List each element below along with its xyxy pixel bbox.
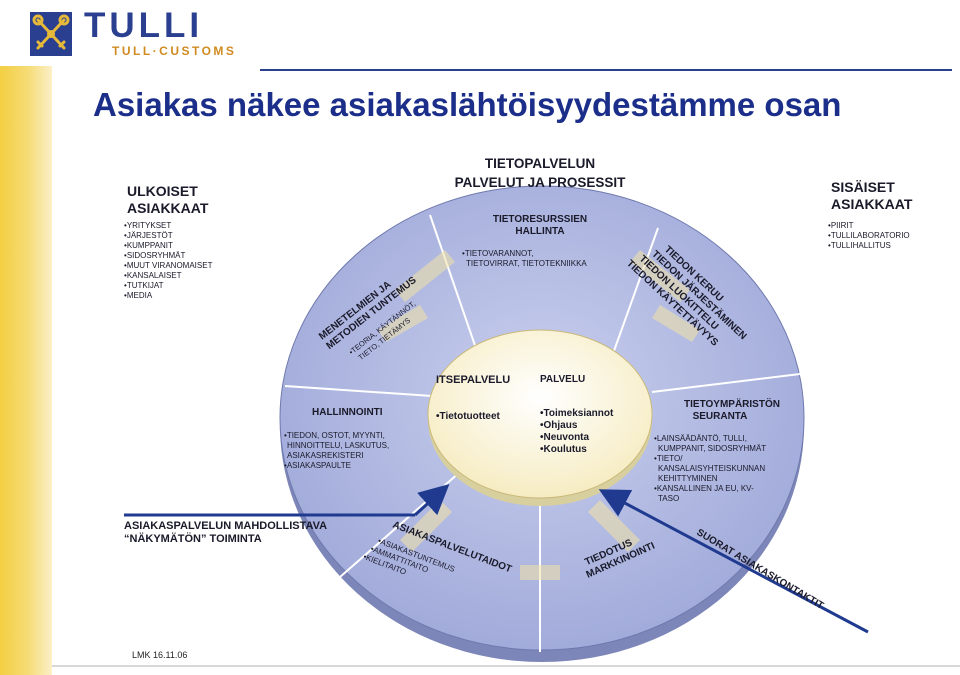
list-item: •SIDOSRYHMÄT xyxy=(124,251,185,260)
list-item: •MEDIA xyxy=(124,291,153,300)
top-header-line1: TIETOPALVELUN xyxy=(485,156,595,171)
crossed-keys-emblem-icon xyxy=(30,12,72,56)
environment-detail-line: KEHITTYMINEN xyxy=(658,474,718,483)
resources-heading-line2: HALLINTA xyxy=(515,226,564,237)
center-self-service: ITSEPALVELU xyxy=(436,374,510,386)
invisible-label-line1: ASIAKASPALVELUN MAHDOLLISTAVA xyxy=(124,520,327,532)
center-service-items: •Toimeksiannot •Ohjaus •Neuvonta •Koulut… xyxy=(540,408,614,455)
center-service: PALVELU xyxy=(540,374,585,385)
environment-detail-line: KANSALAISYHTEISKUNNAN xyxy=(658,464,765,473)
page-title: Asiakas näkee asiakaslähtöisyydestämme o… xyxy=(93,86,842,123)
external-heading-line1: ULKOISET xyxy=(127,183,198,199)
list-item: •KANSALAISET xyxy=(124,271,182,280)
admin-details: •TIEDON, OSTOT, MYYNTI, HINNOITTELU, LAS… xyxy=(284,431,389,470)
admin-detail-line: HINNOITTELU, LASKUTUS, xyxy=(287,441,389,450)
service-skills-segment: ASIAKASPALVELUTAIDOT •ASIAKASTUNTEMUS •A… xyxy=(362,520,513,577)
list-item: •JÄRJESTÖT xyxy=(124,231,173,240)
environment-detail-line: TASO xyxy=(658,494,679,503)
list-item: •TULLILABORATORIO xyxy=(828,231,910,240)
logo-wordmark: TULLI xyxy=(84,6,204,45)
logo-subtitle: TULL·CUSTOMS xyxy=(112,44,237,58)
header-band xyxy=(0,0,960,66)
environment-detail-line: •TIETO/ xyxy=(654,454,683,463)
resources-detail-line2: TIETOVIRRAT, TIETOTEKNIIKKA xyxy=(466,259,587,268)
list-item: •TUTKIJAT xyxy=(124,281,164,290)
environment-detail-line: •LAINSÄÄDÄNTÖ, TULLI, xyxy=(654,434,747,443)
center-service-item: •Neuvonta xyxy=(540,432,590,443)
list-item: •MUUT VIRANOMAISET xyxy=(124,261,213,270)
background-keys xyxy=(378,250,700,580)
admin-heading: HALLINNOINTI xyxy=(312,407,383,418)
external-list: •YRITYKSET •JÄRJESTÖT •KUMPPANIT •SIDOSR… xyxy=(124,221,213,300)
center-service-item: •Ohjaus xyxy=(540,420,578,431)
admin-detail-line: •TIEDON, OSTOT, MYYNTI, xyxy=(284,431,385,440)
top-header-line2: PALVELUT JA PROSESSIT xyxy=(455,175,627,190)
admin-detail-line: ASIAKASREKISTERI xyxy=(287,451,363,460)
invisible-activity-arrow xyxy=(413,483,450,517)
direct-contacts-arrow xyxy=(598,489,869,634)
resources-detail-line1: •TIETOVARANNOT, xyxy=(462,249,533,258)
internal-heading-line2: ASIAKKAAT xyxy=(831,196,913,212)
left-accent-bar xyxy=(0,0,52,675)
center-service-item: •Toimeksiannot xyxy=(540,408,614,419)
internal-heading-line1: SISÄISET xyxy=(831,179,895,195)
environment-detail-line: KUMPPANIT, SIDOSRYHMÄT xyxy=(658,444,766,453)
center-self-item: •Tietotuotteet xyxy=(436,411,501,422)
list-item: •PIIRIT xyxy=(828,221,854,230)
list-item: •YRITYKSET xyxy=(124,221,171,230)
environment-heading-line2: SEURANTA xyxy=(693,411,748,422)
environment-heading-line1: TIETOYMPÄRISTÖN xyxy=(684,397,780,410)
resources-heading-line1: TIETORESURSSIEN xyxy=(493,214,587,225)
invisible-label-line2: “NÄKYMÄTÖN” TOIMINTA xyxy=(124,532,262,545)
environment-details: •LAINSÄÄDÄNTÖ, TULLI, KUMPPANIT, SIDOSRY… xyxy=(654,434,766,503)
footer-date: LMK 16.11.06 xyxy=(132,650,188,660)
environment-detail-line: •KANSALLINEN JA EU, KV- xyxy=(654,484,754,493)
center-disc xyxy=(427,329,653,499)
list-item: •TULLIHALLITUS xyxy=(828,241,891,250)
external-heading-line2: ASIAKKAAT xyxy=(127,200,209,216)
internal-list: •PIIRIT •TULLILABORATORIO •TULLIHALLITUS xyxy=(828,221,910,250)
list-item: •KUMPPANIT xyxy=(124,241,173,250)
footer-rule xyxy=(52,665,960,667)
admin-detail-line: •ASIAKASPAULTE xyxy=(284,461,351,470)
center-service-item: •Koulutus xyxy=(540,444,587,455)
header-rule xyxy=(260,69,952,71)
